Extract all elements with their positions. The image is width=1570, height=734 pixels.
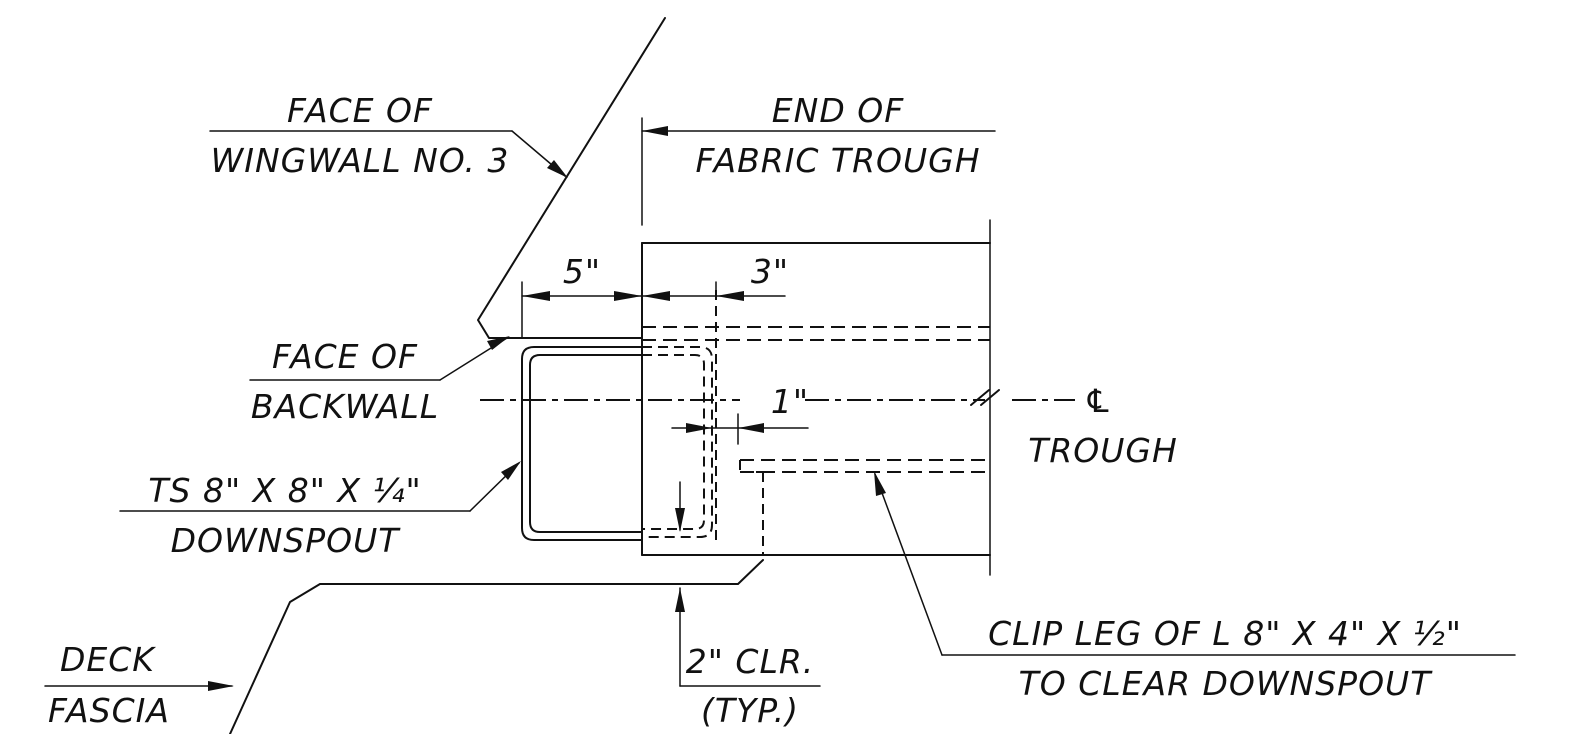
downspout-label-line2: DOWNSPOUT xyxy=(171,521,402,560)
downspout-tube xyxy=(521,346,643,541)
dim-5-label: 5" xyxy=(563,252,601,291)
clip-leg-label-line2: TO CLEAR DOWNSPOUT xyxy=(1019,664,1434,703)
trough-end-label-line1: END OF xyxy=(772,91,904,130)
trough-centerline xyxy=(480,389,1075,406)
dim-1-label: 1" xyxy=(771,382,809,421)
hidden-lines xyxy=(642,290,990,555)
leader-end-of-trough xyxy=(641,126,996,136)
leader-downspout xyxy=(119,461,521,512)
backwall-label-line1: FACE OF xyxy=(272,337,418,376)
clearance-label-line2: (TYP.) xyxy=(701,691,799,730)
leader-backwall xyxy=(249,336,510,381)
backwall-label-line2: BACKWALL xyxy=(251,387,439,426)
wingwall-label-line1: FACE OF xyxy=(287,91,433,130)
dimension-5-3 xyxy=(521,281,786,339)
leader-clip-leg xyxy=(874,471,1516,656)
trough-label: TROUGH xyxy=(1028,431,1178,470)
clearance-label-line1: 2" CLR. xyxy=(686,642,815,681)
downspout-label-line1: TS 8" X 8" X ¼" xyxy=(148,471,421,510)
leader-clearance xyxy=(675,587,821,687)
deck-fascia xyxy=(229,559,764,734)
dim-3-label: 3" xyxy=(751,252,789,291)
deck-fascia-label-line1: DECK xyxy=(60,640,156,679)
dimension-1 xyxy=(671,413,809,445)
trough-end-label-line2: FABRIC TROUGH xyxy=(695,141,980,180)
centerline-symbol: ℄ xyxy=(1087,382,1109,420)
wingwall-label-line2: WINGWALL NO. 3 xyxy=(211,141,510,180)
leader-deck-fascia xyxy=(44,681,234,691)
wingwall-face xyxy=(477,17,666,339)
downspout-flow-arrow xyxy=(675,481,685,532)
clip-leg-label-line1: CLIP LEG OF L 8" X 4" X ½" xyxy=(988,614,1462,653)
leader-wingwall xyxy=(209,130,568,178)
deck-fascia-label-line2: FASCIA xyxy=(48,691,170,730)
